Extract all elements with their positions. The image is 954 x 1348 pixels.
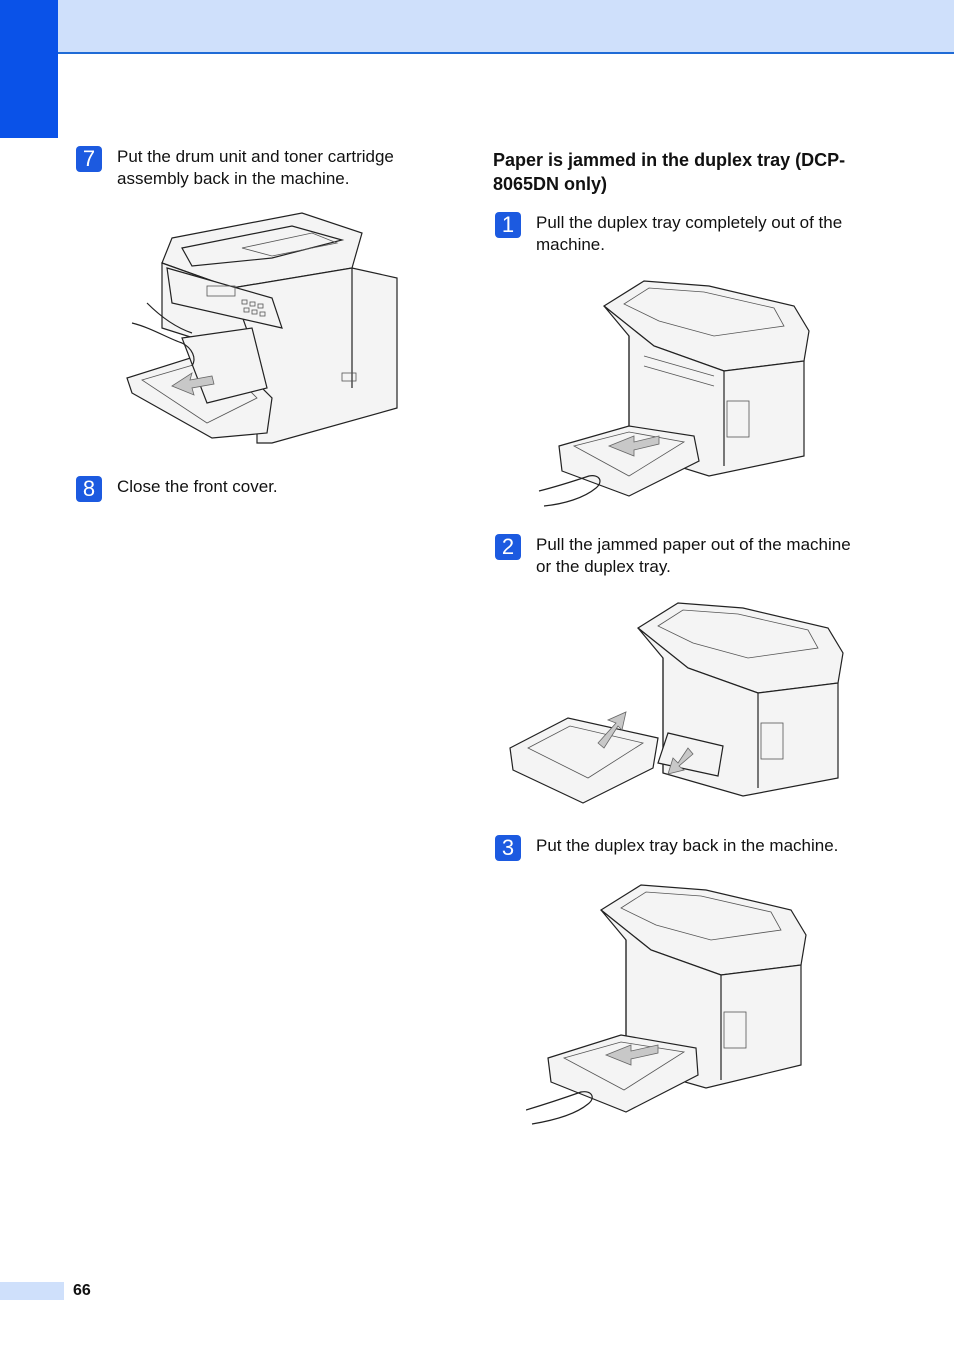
footer-band [0,1282,64,1300]
step-2: 2 Pull the jammed paper out of the machi… [495,534,875,578]
step-number-badge: 2 [495,534,521,560]
figure-drum-insert [122,208,412,448]
step-number-badge: 8 [76,476,102,502]
figure-pull-duplex-tray [534,276,824,516]
figure-remove-jammed-paper [508,598,848,808]
step-number-badge: 1 [495,212,521,238]
step-7: 7 Put the drum unit and toner cartridge … [76,146,436,190]
step-text: Pull the duplex tray completely out of t… [536,213,843,254]
step-number-badge: 7 [76,146,102,172]
page-number: 66 [73,1282,91,1299]
step-number-badge: 3 [495,835,521,861]
step-text: Put the drum unit and toner cartridge as… [117,147,394,188]
step-1: 1 Pull the duplex tray completely out of… [495,212,875,256]
step-text: Close the front cover. [117,477,278,496]
chapter-tab [0,0,58,138]
step-3: 3 Put the duplex tray back in the machin… [495,835,875,861]
figure-reinsert-duplex-tray [526,880,826,1130]
step-text: Put the duplex tray back in the machine. [536,836,839,855]
section-heading: Paper is jammed in the duplex tray (DCP-… [493,150,846,194]
step-8: 8 Close the front cover. [76,476,436,502]
header-band [0,0,954,54]
step-text: Pull the jammed paper out of the machine… [536,535,851,576]
